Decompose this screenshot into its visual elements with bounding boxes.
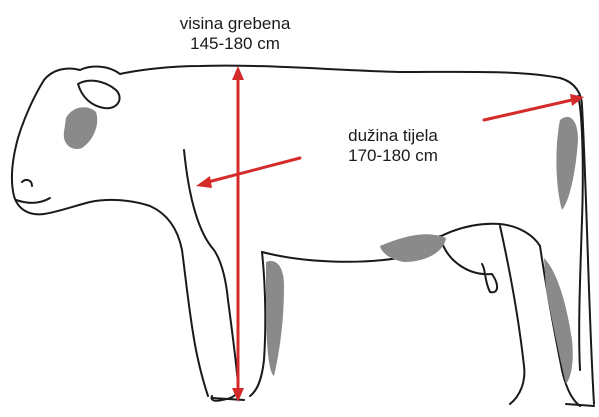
- withers-height-value: 145-180 cm: [160, 34, 310, 54]
- cow-tail: [578, 96, 583, 370]
- cow-front-leg-back: [250, 252, 265, 396]
- cow-chest: [184, 150, 228, 300]
- arrow-icon: [232, 66, 244, 80]
- cow-face-outline: [12, 80, 208, 396]
- body-length-value: 170-180 cm: [318, 146, 468, 166]
- cow-hind-leg-patch: [544, 258, 573, 384]
- cow-belly-patch: [380, 234, 446, 262]
- withers-height-label: visina grebena 145-180 cm: [160, 14, 310, 54]
- cow-hind-leg-inner: [500, 226, 524, 404]
- arrow-icon: [196, 176, 212, 188]
- body-length-label: dužina tijela 170-180 cm: [318, 126, 468, 166]
- cow-front-leg-patch: [266, 261, 284, 376]
- cow-head-patch: [64, 107, 97, 149]
- body-length-arrow-left: [208, 158, 300, 182]
- cow-hoof-back: [566, 404, 594, 406]
- cow-udder: [440, 236, 497, 292]
- body-length-title: dužina tijela: [318, 126, 468, 146]
- cow-ear: [78, 81, 120, 109]
- cow-rear-patch: [556, 117, 578, 210]
- body-length-arrow-right: [484, 100, 572, 120]
- cow-front-leg: [211, 300, 238, 401]
- cow-mouth: [16, 198, 50, 203]
- withers-height-title: visina grebena: [160, 14, 310, 34]
- cow-nostril: [22, 180, 32, 186]
- cow-head-outline: [44, 66, 594, 404]
